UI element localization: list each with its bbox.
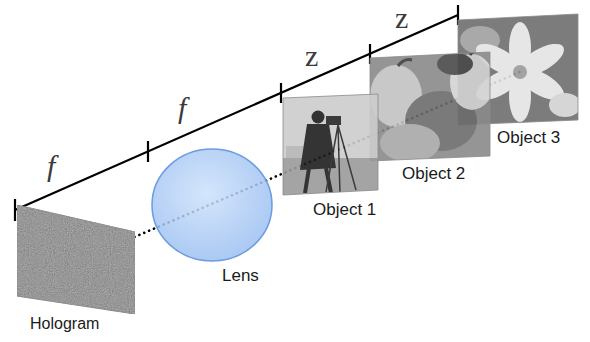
head bbox=[312, 111, 325, 124]
pepper bbox=[437, 53, 473, 75]
shape-group bbox=[365, 48, 495, 166]
shape-group bbox=[455, 10, 583, 128]
node-label: Object 3 bbox=[497, 128, 560, 148]
picture bbox=[280, 90, 380, 200]
camera bbox=[326, 116, 341, 125]
object-node: Object 1 bbox=[281, 92, 401, 224]
flower-center bbox=[513, 65, 527, 79]
picture-frame bbox=[283, 94, 378, 195]
picture bbox=[365, 48, 495, 166]
node-label: Hologram bbox=[30, 315, 99, 333]
hologram-plate bbox=[17, 205, 135, 314]
object-node: Object 2 bbox=[368, 50, 492, 187]
distance-label: f bbox=[178, 92, 186, 124]
lens-shape bbox=[152, 149, 272, 261]
picture-frame bbox=[370, 52, 490, 161]
pepper bbox=[380, 124, 440, 162]
hologram-node: Hologram bbox=[14, 200, 138, 338]
tripod bbox=[326, 125, 356, 194]
backdrop bbox=[455, 10, 583, 128]
distance-label-holder: f bbox=[178, 92, 186, 124]
node-label: Object 2 bbox=[402, 164, 465, 184]
node-label: Lens bbox=[222, 266, 259, 286]
optical-axis-dots bbox=[76, 72, 520, 262]
petal bbox=[471, 37, 527, 82]
lens-node: Lens bbox=[150, 147, 274, 292]
shape-group bbox=[17, 205, 135, 314]
sky bbox=[280, 90, 380, 200]
node-label: Object 1 bbox=[313, 200, 376, 220]
petal bbox=[549, 93, 581, 117]
tick-mark bbox=[147, 141, 149, 162]
tick-mark bbox=[14, 199, 16, 221]
picture-frame bbox=[458, 14, 578, 125]
distance-label: z bbox=[305, 40, 318, 72]
shape-group bbox=[152, 149, 272, 261]
backdrop bbox=[365, 48, 495, 166]
picture bbox=[455, 10, 583, 128]
distance-label-holder: z bbox=[395, 2, 408, 34]
distance-label: z bbox=[395, 2, 408, 34]
distance-label-holder: f bbox=[47, 150, 55, 182]
tick-mark bbox=[280, 83, 282, 103]
shape-group bbox=[280, 90, 380, 200]
distance-label-holder: z bbox=[305, 40, 318, 72]
distance-label: f bbox=[47, 150, 55, 182]
